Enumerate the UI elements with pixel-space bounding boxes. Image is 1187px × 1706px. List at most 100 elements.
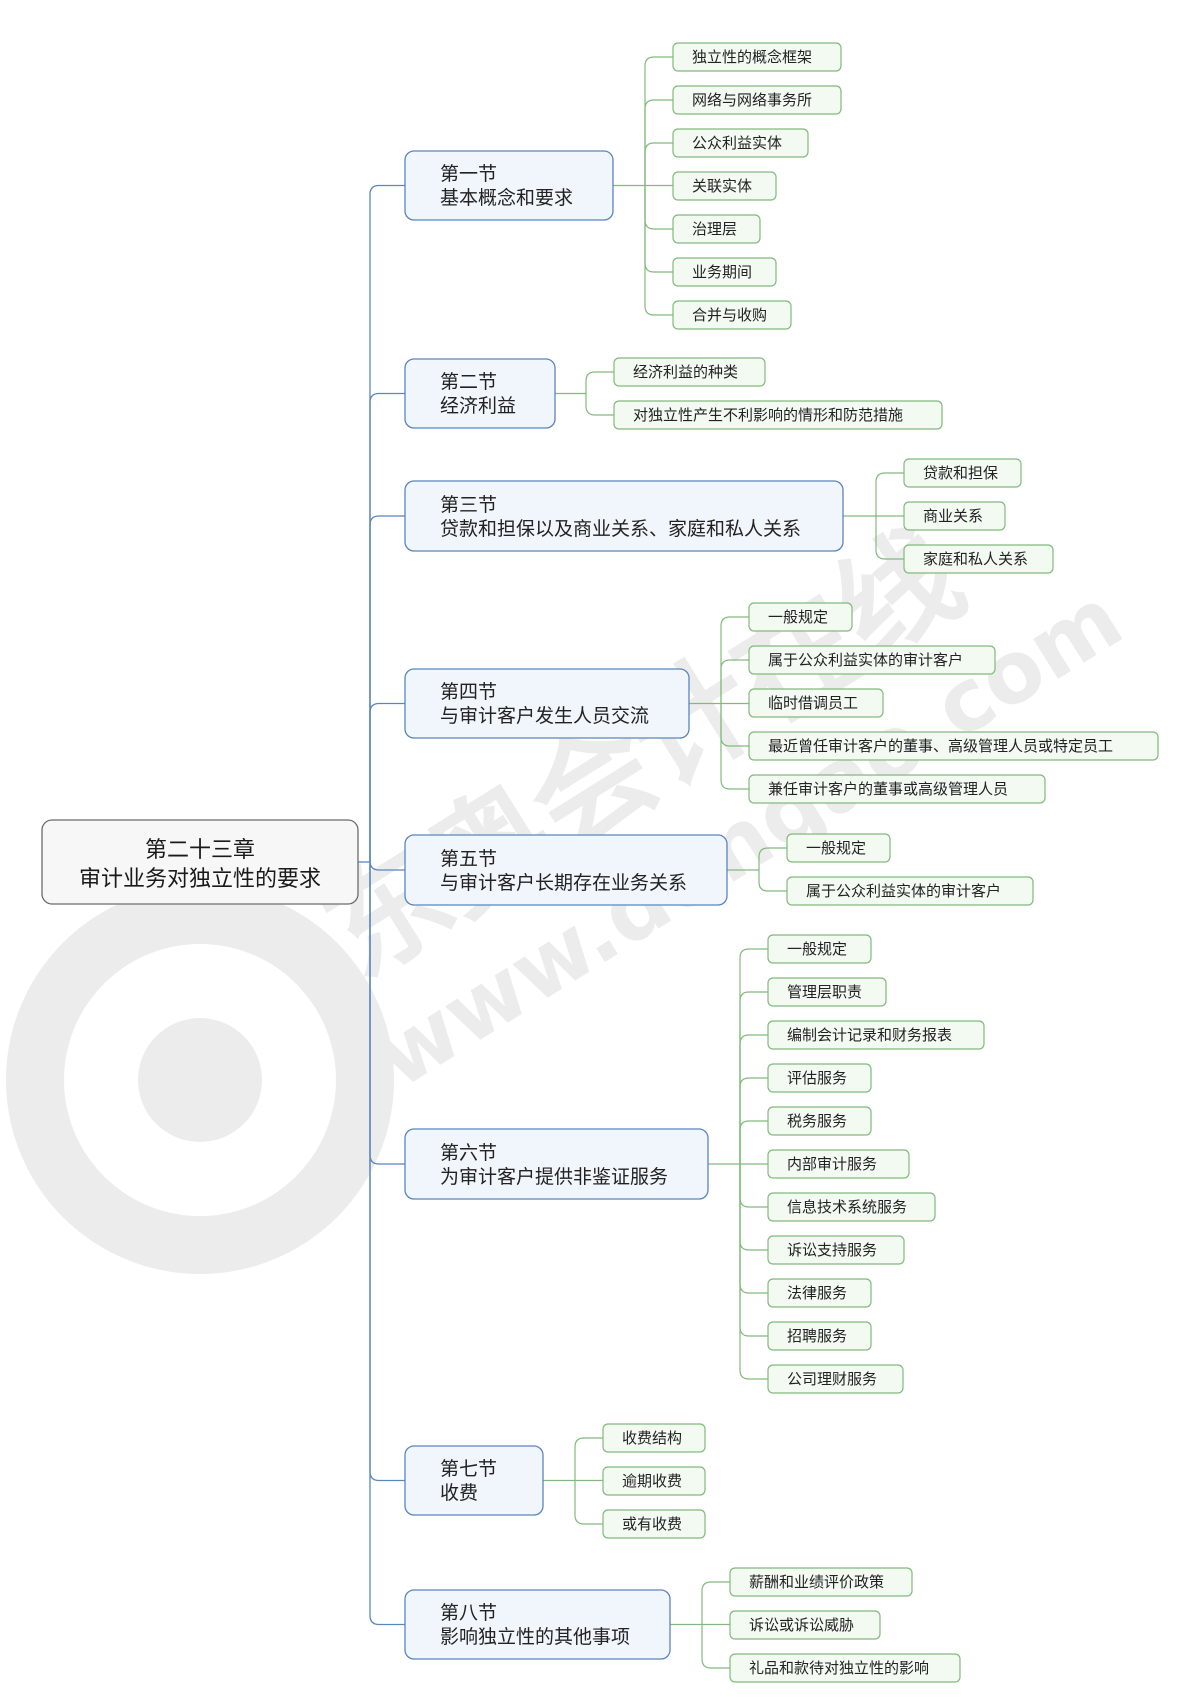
section-title: 第五节	[440, 848, 497, 870]
leaf-label: 业务期间	[692, 263, 752, 281]
leaf-node[interactable]: 临时借调员工	[748, 688, 884, 718]
watermark-logo-ring	[6, 886, 394, 1274]
leaf-label: 收费结构	[622, 1429, 682, 1447]
connector-line	[720, 616, 749, 704]
connectors	[358, 56, 904, 1669]
connector-line	[739, 1077, 768, 1164]
section-node-3[interactable]: 第三节 贷款和担保以及商业关系、家庭和私人关系	[404, 480, 844, 552]
section-title: 第三节	[440, 494, 497, 516]
connector-line	[701, 1581, 730, 1625]
section-8-items: 薪酬和业绩评价政策 诉讼或诉讼威胁 礼品和款待对独立性的影响	[729, 1567, 961, 1683]
section-subtitle: 经济利益	[440, 395, 516, 417]
section-node-5[interactable]: 第五节 与审计客户长期存在业务关系	[404, 834, 728, 906]
connector-line	[369, 184, 405, 862]
connector-line	[739, 1120, 768, 1164]
connector-line	[739, 991, 768, 1164]
connector-line	[875, 472, 904, 516]
leaf-node[interactable]: 薪酬和业绩评价政策	[729, 1567, 913, 1597]
connector-line	[644, 99, 673, 186]
leaf-node[interactable]: 逾期收费	[602, 1466, 706, 1496]
leaf-node[interactable]: 编制会计记录和财务报表	[767, 1020, 985, 1050]
leaf-label: 关联实体	[692, 177, 752, 195]
leaf-node[interactable]: 治理层	[672, 214, 761, 244]
watermark-logo-dot	[138, 1018, 262, 1142]
connector-line	[701, 1624, 730, 1669]
section-subtitle: 基本概念和要求	[440, 186, 573, 209]
connector-line	[369, 515, 405, 862]
section-box	[404, 1445, 544, 1516]
section-box	[404, 1589, 671, 1660]
leaf-node[interactable]: 一般规定	[767, 934, 872, 964]
leaf-node[interactable]: 兼任审计客户的董事或高级管理人员	[748, 774, 1046, 804]
leaf-node[interactable]: 收费结构	[602, 1423, 706, 1453]
leaf-node[interactable]: 一般规定	[786, 833, 891, 863]
leaf-label: 税务服务	[787, 1112, 847, 1130]
leaf-label: 商业关系	[923, 507, 983, 525]
leaf-label: 管理层职责	[787, 983, 862, 1001]
section-4-items: 一般规定 属于公众利益实体的审计客户 临时借调员工 最近曾任审计客户的董事、高级…	[748, 602, 1159, 804]
leaf-label: 属于公众利益实体的审计客户	[806, 882, 1001, 900]
leaf-node[interactable]: 最近曾任审计客户的董事、高级管理人员或特定员工	[748, 731, 1159, 761]
section-node-7[interactable]: 第七节 收费	[404, 1445, 544, 1516]
leaf-label: 编制会计记录和财务报表	[787, 1026, 952, 1044]
section-node-1[interactable]: 第一节 基本概念和要求	[404, 150, 614, 221]
leaf-node[interactable]: 商业关系	[903, 501, 1006, 531]
leaf-node[interactable]: 网络与网络事务所	[672, 85, 842, 115]
leaf-node[interactable]: 属于公众利益实体的审计客户	[786, 876, 1034, 906]
leaf-node[interactable]: 税务服务	[767, 1106, 872, 1136]
root-node[interactable]: 第二十三章 审计业务对独立性的要求	[41, 819, 359, 905]
leaf-node[interactable]: 招聘服务	[767, 1321, 872, 1351]
connector-line	[739, 1164, 768, 1380]
root-title: 第二十三章	[145, 838, 255, 863]
section-box	[404, 150, 614, 221]
leaf-node[interactable]: 礼品和款待对独立性的影响	[729, 1653, 961, 1683]
leaf-node[interactable]: 诉讼或诉讼威胁	[729, 1610, 881, 1640]
leaf-node[interactable]: 一般规定	[748, 602, 853, 632]
leaf-node[interactable]: 家庭和私人关系	[903, 544, 1054, 574]
connector-line	[875, 516, 904, 560]
leaf-node[interactable]: 对独立性产生不利影响的情形和防范措施	[613, 400, 943, 430]
leaf-node[interactable]: 法律服务	[767, 1278, 872, 1308]
leaf-label: 合并与收购	[692, 306, 767, 324]
leaf-node[interactable]: 合并与收购	[672, 300, 792, 330]
section-node-2[interactable]: 第二节 经济利益	[404, 358, 556, 429]
leaf-node[interactable]: 业务期间	[672, 257, 777, 287]
section-subtitle: 与审计客户长期存在业务关系	[440, 872, 687, 894]
connector-line	[585, 393, 614, 416]
connector-line	[574, 1480, 603, 1525]
leaf-label: 或有收费	[622, 1515, 682, 1533]
leaf-label: 临时借调员工	[768, 694, 858, 712]
leaf-node[interactable]: 贷款和担保	[903, 458, 1022, 488]
leaf-node[interactable]: 公司理财服务	[767, 1364, 904, 1394]
leaf-label: 家庭和私人关系	[923, 550, 1028, 568]
leaf-node[interactable]: 信息技术系统服务	[767, 1192, 936, 1222]
connector-line	[369, 702, 405, 862]
leaf-node[interactable]: 内部审计服务	[767, 1149, 910, 1179]
leaf-node[interactable]: 评估服务	[767, 1063, 872, 1093]
leaf-node[interactable]: 公众利益实体	[672, 128, 809, 158]
leaf-node[interactable]: 经济利益的种类	[613, 357, 766, 387]
connector-line	[574, 1437, 603, 1481]
section-node-6[interactable]: 第六节 为审计客户提供非鉴证服务	[404, 1128, 709, 1200]
leaf-label: 公众利益实体	[692, 134, 782, 152]
section-node-8[interactable]: 第八节 影响独立性的其他事项	[404, 1589, 671, 1660]
leaf-node[interactable]: 独立性的概念框架	[672, 42, 842, 72]
section-title: 第二节	[440, 371, 497, 393]
section-3-items: 贷款和担保 商业关系 家庭和私人关系	[903, 458, 1054, 574]
leaf-label: 兼任审计客户的董事或高级管理人员	[768, 780, 1008, 798]
section-node-4[interactable]: 第四节 与审计客户发生人员交流	[404, 668, 690, 739]
leaf-node[interactable]: 关联实体	[672, 171, 777, 201]
root-node-box	[41, 819, 359, 905]
leaf-node[interactable]: 或有收费	[602, 1509, 706, 1539]
connector-line	[585, 371, 614, 394]
leaf-node[interactable]: 管理层职责	[767, 977, 887, 1007]
leaf-label: 一般规定	[768, 608, 828, 626]
section-box	[404, 668, 690, 739]
leaf-label: 贷款和担保	[923, 464, 998, 482]
leaf-node[interactable]: 诉讼支持服务	[767, 1235, 905, 1265]
connector-line	[739, 1164, 768, 1294]
section-box	[404, 480, 844, 552]
leaf-node[interactable]: 属于公众利益实体的审计客户	[748, 645, 996, 675]
section-6-items: 一般规定 管理层职责 编制会计记录和财务报表 评估服务 税务服务 内部审计服务 …	[767, 934, 985, 1394]
connector-line	[758, 847, 787, 870]
